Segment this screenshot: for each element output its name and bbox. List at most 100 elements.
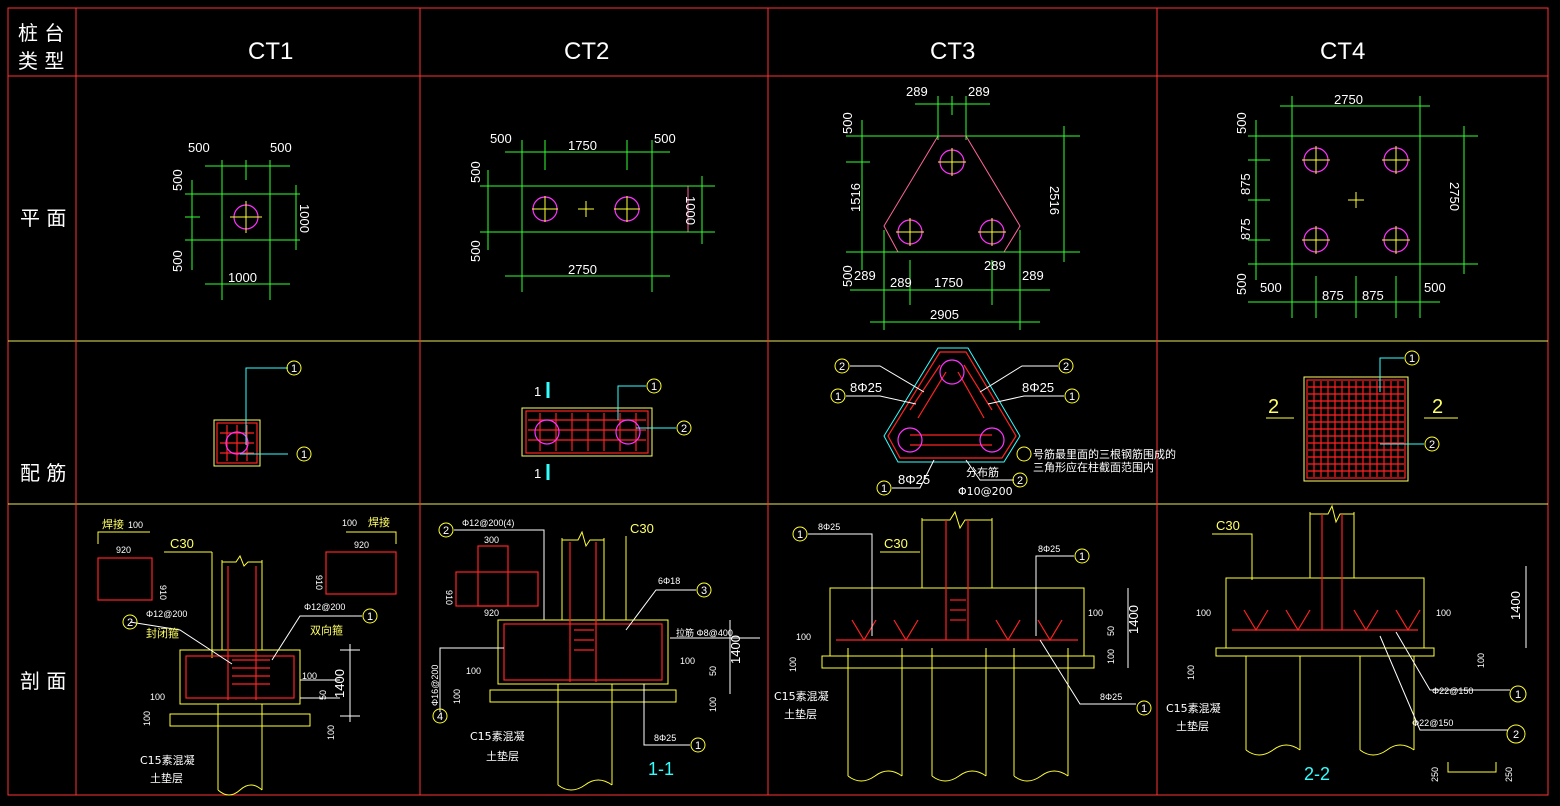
bar-spec: Φ12@200 bbox=[304, 602, 345, 612]
bar-spec: 拉筋 Φ8@400 bbox=[676, 627, 733, 638]
dim-label: 1400 bbox=[332, 669, 347, 698]
note-text: Φ10@200 bbox=[958, 485, 1013, 498]
bubble-label: 2 bbox=[1513, 729, 1519, 741]
dim-label: 289 bbox=[1022, 268, 1044, 283]
section-mark: 2 bbox=[1432, 396, 1443, 418]
callout-bubble: 2 bbox=[1506, 724, 1526, 744]
column-header-ct2: CT2 bbox=[564, 38, 609, 65]
bubble-label: 1 bbox=[1409, 353, 1415, 365]
dim-label: 50 bbox=[1106, 626, 1116, 636]
bar-spec: 8Φ25 bbox=[1022, 380, 1054, 395]
concrete-note: C15素混凝 bbox=[774, 689, 829, 703]
ct1-reinforcement: 1 1 bbox=[213, 360, 312, 467]
callout-bubble: 3 bbox=[696, 582, 712, 598]
dim-label: 920 bbox=[354, 540, 369, 550]
ct1-section: 焊接 100 焊接 100 920 920 910 910 C30 2 1 Φ1… bbox=[97, 515, 397, 796]
bubble-label: 2 bbox=[1017, 475, 1023, 487]
dim-label: 100 bbox=[342, 518, 357, 528]
dim-label: 100 bbox=[1436, 608, 1451, 618]
column-header-ct4: CT4 bbox=[1320, 38, 1365, 65]
callout-bubble: 2 bbox=[122, 614, 138, 630]
corner-label-line1: 桩 台 bbox=[18, 21, 64, 45]
bubble-label: 1 bbox=[301, 449, 307, 461]
callout-bubble: 1 bbox=[1136, 700, 1152, 716]
row-label-plan: 平 面 bbox=[20, 206, 66, 230]
concrete-note: 土垫层 bbox=[1176, 719, 1209, 733]
callout-bubble: 1 bbox=[1404, 350, 1420, 366]
dim-label: 1400 bbox=[1508, 591, 1523, 620]
callout-bubble: 1 bbox=[830, 388, 846, 404]
bubble-label: 3 bbox=[701, 585, 707, 597]
dim-label: 500 bbox=[170, 169, 185, 191]
bubble-label: 1 bbox=[367, 611, 373, 623]
dim-label: 875 bbox=[1238, 173, 1253, 195]
callout-bubble bbox=[1016, 446, 1032, 462]
dim-label: 1400 bbox=[728, 635, 743, 664]
bubble-label: 1 bbox=[695, 740, 701, 752]
dim-label: 875 bbox=[1322, 288, 1344, 303]
dim-label: 500 bbox=[1234, 112, 1249, 134]
bar-spec: 6Φ18 bbox=[658, 576, 680, 586]
dim-label: 875 bbox=[1238, 218, 1253, 240]
bubble-label: 2 bbox=[1063, 361, 1069, 373]
note-text: 号筋最里面的三根钢筋围成的 bbox=[1033, 447, 1176, 461]
callout-bubble: 2 bbox=[1058, 358, 1074, 374]
dim-label: 100 bbox=[1088, 608, 1103, 618]
dim-label: 100 bbox=[452, 689, 462, 704]
dim-label: 910 bbox=[158, 585, 168, 600]
callout-bubble: 2 bbox=[834, 358, 850, 374]
bubble-label: 2 bbox=[839, 361, 845, 373]
ct2-section: 2 Φ12@200(4) 300 910 920 C30 3 6Φ18 拉筋 Φ… bbox=[430, 518, 760, 791]
dim-label: 100 bbox=[1196, 608, 1211, 618]
dim-label: 500 bbox=[840, 265, 855, 287]
dim-label: 50 bbox=[318, 690, 328, 700]
dim-label: 910 bbox=[314, 575, 324, 590]
callout-bubble: 1 bbox=[1509, 685, 1527, 703]
dim-label: 100 bbox=[1476, 653, 1486, 668]
bubble-label: 2 bbox=[681, 423, 687, 435]
dim-label: 500 bbox=[1424, 280, 1446, 295]
dim-label: 50 bbox=[708, 666, 718, 676]
callout-bubble: 1 bbox=[792, 526, 808, 542]
dim-label: 100 bbox=[796, 632, 811, 642]
dim-label: 500 bbox=[490, 131, 512, 146]
bar-spec: 8Φ25 bbox=[1038, 544, 1060, 554]
section-title: 1-1 bbox=[648, 759, 674, 779]
bubble-label: 2 bbox=[1429, 439, 1435, 451]
concrete-grade: C30 bbox=[170, 536, 194, 551]
dim-label: 500 bbox=[1234, 273, 1249, 295]
concrete-note: C15素混凝 bbox=[140, 753, 195, 767]
callout-bubble: 1 bbox=[690, 737, 706, 753]
bubble-label: 1 bbox=[835, 391, 841, 403]
stirrup-label: 双向箍 bbox=[310, 623, 343, 637]
concrete-note: C15素混凝 bbox=[1166, 701, 1221, 715]
dim-label: 300 bbox=[484, 535, 499, 545]
bar-spec: Φ22@150 bbox=[1412, 718, 1453, 728]
dim-label: 500 bbox=[270, 140, 292, 155]
bar-spec: Φ16@200 bbox=[430, 665, 440, 706]
dim-label: 920 bbox=[116, 545, 131, 555]
row-label-reinforcement: 配 筋 bbox=[20, 461, 66, 485]
bar-spec: 8Φ25 bbox=[818, 522, 840, 532]
callout-bubble: 2 bbox=[676, 420, 692, 436]
bubble-label: 2 bbox=[127, 617, 133, 629]
callout-bubble: 2 bbox=[438, 522, 454, 538]
dim-label: 500 bbox=[654, 131, 676, 146]
dim-label: 910 bbox=[444, 590, 454, 605]
dim-label: 2905 bbox=[930, 307, 959, 322]
callout-bubble: 1 bbox=[362, 608, 378, 624]
weld-label: 焊接 bbox=[368, 515, 390, 529]
callout-bubble: 1 bbox=[296, 446, 312, 462]
dim-label: 289 bbox=[890, 275, 912, 290]
section-mark: 1 bbox=[534, 466, 541, 481]
dim-label: 875 bbox=[1362, 288, 1384, 303]
dim-label: 100 bbox=[708, 697, 718, 712]
column-header-ct3: CT3 bbox=[930, 38, 975, 65]
callout-bubble: 1 bbox=[286, 360, 302, 376]
bubble-label: 1 bbox=[1515, 689, 1521, 701]
bubble-label: 1 bbox=[797, 529, 803, 541]
dim-label: 1400 bbox=[1126, 605, 1141, 634]
dim-label: 2516 bbox=[1047, 186, 1062, 215]
dim-label: 100 bbox=[1106, 649, 1116, 664]
